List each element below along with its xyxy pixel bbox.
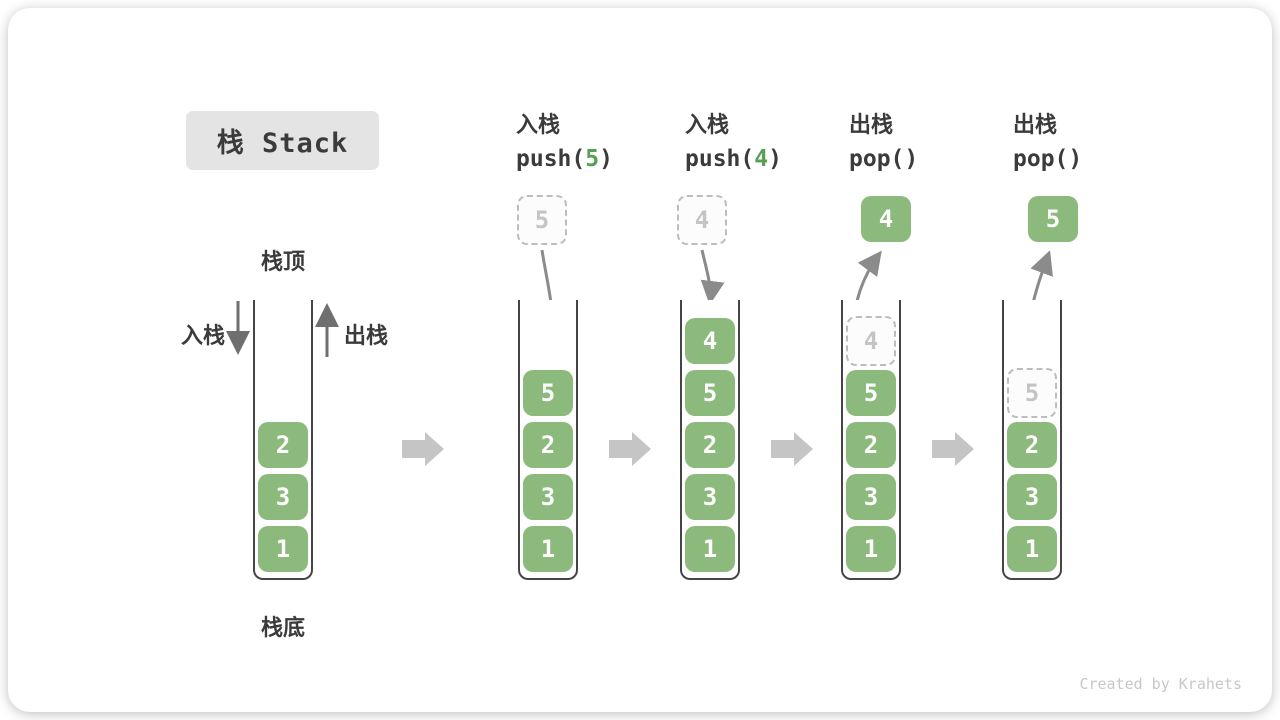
operation-code: push(4): [685, 146, 782, 172]
stack-top-label: 栈顶: [260, 250, 305, 275]
stack-cell: 3: [846, 474, 896, 520]
stack-cell: 1: [523, 526, 573, 572]
stack-cell: 3: [1007, 474, 1057, 520]
operation-code: push(5): [516, 146, 613, 172]
stack-cell-dashed: 5: [1007, 368, 1057, 418]
stack-cell: 5: [685, 370, 735, 416]
stack-cell: 3: [258, 474, 308, 520]
stack-cell: 5: [846, 370, 896, 416]
stack-cell: 2: [258, 422, 308, 468]
stack-cell: 2: [685, 422, 735, 468]
pop-side-label: 出栈: [344, 324, 389, 349]
operation-name: 入栈: [516, 113, 561, 138]
stack-cell: 2: [1007, 422, 1057, 468]
push-side-label: 入栈: [181, 324, 226, 349]
code-argument: 5: [585, 146, 600, 172]
title-badge: 栈 Stack: [186, 111, 379, 170]
stack-cell: 1: [258, 526, 308, 572]
code-post: ): [904, 146, 919, 172]
floating-box-dashed: 4: [677, 195, 727, 245]
stack-cell: 3: [523, 474, 573, 520]
stack-cell: 2: [846, 422, 896, 468]
stack-cell: 3: [685, 474, 735, 520]
operation-name: 出栈: [1013, 113, 1058, 138]
code-pre: push(: [685, 146, 755, 172]
code-post: ): [768, 146, 782, 172]
stack-cell: 1: [1007, 526, 1057, 572]
operation-label: 出栈 pop(): [1013, 107, 1082, 172]
code-post: ): [1068, 146, 1083, 172]
code-argument: 4: [754, 146, 769, 172]
operation-label: 入栈 push(5): [516, 107, 613, 172]
watermark: Created by Krahets: [1079, 675, 1242, 693]
code-pre: pop(: [1013, 146, 1069, 172]
code-post: ): [599, 146, 613, 172]
operation-code: pop(): [1013, 146, 1082, 172]
stack-cell: 5: [523, 370, 573, 416]
floating-box-popped: 5: [1028, 196, 1078, 242]
stack-cell: 4: [685, 318, 735, 364]
operation-label: 入栈 push(4): [685, 107, 782, 172]
stack-cell: 1: [846, 526, 896, 572]
operation-name: 出栈: [849, 113, 894, 138]
floating-box-dashed: 5: [517, 195, 567, 245]
operation-name: 入栈: [685, 113, 730, 138]
code-pre: pop(: [849, 146, 905, 172]
code-pre: push(: [516, 146, 586, 172]
floating-box-popped: 4: [861, 196, 911, 242]
operation-code: pop(): [849, 146, 918, 172]
title-text: 栈 Stack: [216, 128, 349, 159]
stack-cell: 2: [523, 422, 573, 468]
stack-cell-dashed: 4: [846, 316, 896, 366]
stack-cell: 1: [685, 526, 735, 572]
stack-bottom-label: 栈底: [260, 616, 305, 641]
operation-label: 出栈 pop(): [849, 107, 918, 172]
